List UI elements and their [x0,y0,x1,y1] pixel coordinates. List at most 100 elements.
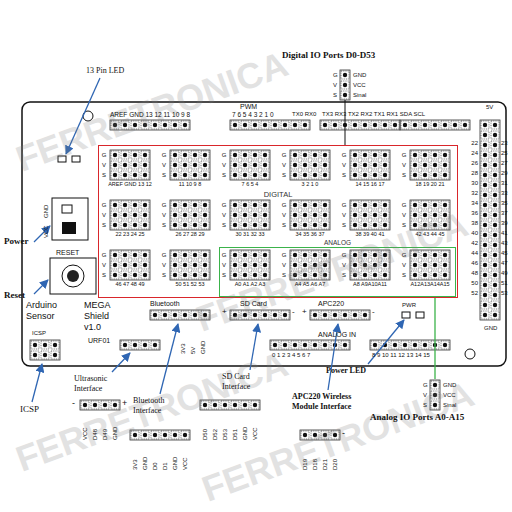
pin-label: D52 [210,429,220,440]
pin-label: D51 [230,429,240,440]
pin-label: TX0 RX0 [292,111,316,118]
pin-header [480,120,500,320]
power-terminal [62,205,72,213]
polarity-sign: + [222,307,227,317]
pin-label: TX3 RX3 TX2 RX2 TX1 RX1 SDA SCL [322,111,425,118]
pin-label: V [423,390,427,400]
board-name: Shield [84,311,109,322]
pin-label: 0 1 2 3 4 5 6 7 [272,352,310,359]
pin-header [320,120,400,130]
polarity-sign: - [342,428,345,439]
pin-label: D21 [320,459,330,470]
pin-label: GND [240,427,250,440]
pin-block [230,150,270,180]
pin-header [270,340,350,350]
callout-label: Digital IO Ports D0-D53 [282,50,375,61]
pin-label: A8 A9A10A11 [344,281,396,288]
callout-label: Reset [4,290,25,301]
callout-label: Analog IO Ports A0-A15 [370,412,464,423]
pin-label: D18 [310,459,320,470]
pin-block [110,150,150,180]
pin-label: 3V3 [130,459,140,470]
pin-label: VCC [180,457,190,470]
polarity-sign: - [372,307,375,317]
board-label: VCC [42,225,50,238]
pin-label: 8 9 10 11 12 13 14 15 [372,352,430,359]
pin-label: G V S [281,150,287,180]
leader-line [434,298,435,379]
pin-label: 14 15 16 17 [344,181,396,188]
pin-block [290,150,330,180]
board-label: GND [42,205,50,218]
board-name: MEGA [84,300,111,311]
pin-label: VCC [80,427,90,440]
pin-label: D19 [300,459,310,470]
callout-label: APC220 Wireless Module Interface [292,392,372,412]
pin-block [230,200,270,230]
reset-button [62,265,84,287]
pin-header [30,340,60,360]
pin-block [410,150,450,180]
pin-label: 18 19 20 21 [404,181,456,188]
board-label: URF01 [88,337,110,345]
pin-label: 11 10 9 8 [164,181,216,188]
pin-label: GND [443,380,456,390]
callout-label: ICSP [20,404,39,415]
pin-label: GND [353,70,366,80]
pin-label: A0 A1 A2 A3 [224,281,276,288]
board-label: ICSP [32,330,46,337]
polarity-sign: - [72,398,75,409]
power-terminal [52,198,88,240]
leader-line [345,100,346,145]
pin-label: AREF GND 13 12 [104,181,156,188]
leader-arrow [34,226,50,242]
pin-block [290,200,330,230]
board-label: PWR [402,302,416,309]
pin-label: G V S [401,250,407,280]
power-terminal [62,222,76,234]
leader-arrow [32,364,42,402]
polarity-sign: - [292,307,295,317]
group-title: DIGITAL [99,190,457,199]
led [416,312,424,318]
pin-label: G V S [221,150,227,180]
pin-label: 42 43 44 45 [404,231,456,238]
pin-label: G V S [281,200,287,230]
pin-block [350,200,390,230]
leader-arrow [112,353,130,372]
board-label: GND [198,341,208,354]
reset-button [50,258,96,294]
pin-label: 3 2 1 0 [284,181,336,188]
pin-label: AREF GND 13 12 11 10 9 8 [110,111,190,119]
pin-label: G V S [281,250,287,280]
led [402,312,410,318]
pin-header [310,310,370,320]
pin-label: GND [140,457,150,470]
pin-label: G V S [401,150,407,180]
pin-label: 22 23 24 25 [104,231,156,238]
pin-header [370,340,450,350]
pin-label: Sinal [443,400,456,410]
pin-label: G V S [341,150,347,180]
pin-label: S [333,90,337,100]
pin-label: G V S [341,200,347,230]
board-label: SD Card [240,300,267,308]
board-label: 5V [486,104,493,111]
pin-label: 50 51 52 53 [164,281,216,288]
pin-header [120,340,160,350]
pin-block [110,200,150,230]
reset-button [67,270,79,282]
pin-label: S [423,400,427,410]
pin-label: GND [170,457,180,470]
pin-block [170,200,210,230]
pin-label: 38 39 40 41 [344,231,396,238]
pin-label: 23 25 27 29 31 33 35 37 39 41 43 45 47 4… [501,138,511,298]
pin-label: D48 [90,429,100,440]
board-label: ANALOG IN [318,331,356,339]
pin-label: Sinal [353,90,366,100]
callout-label: 13 Pin LED [86,66,124,76]
callout-label: SD Card Interface [222,372,272,392]
pin-header [400,120,470,130]
pin-label: VCC [353,80,366,90]
pin-label: VCC [443,390,456,400]
